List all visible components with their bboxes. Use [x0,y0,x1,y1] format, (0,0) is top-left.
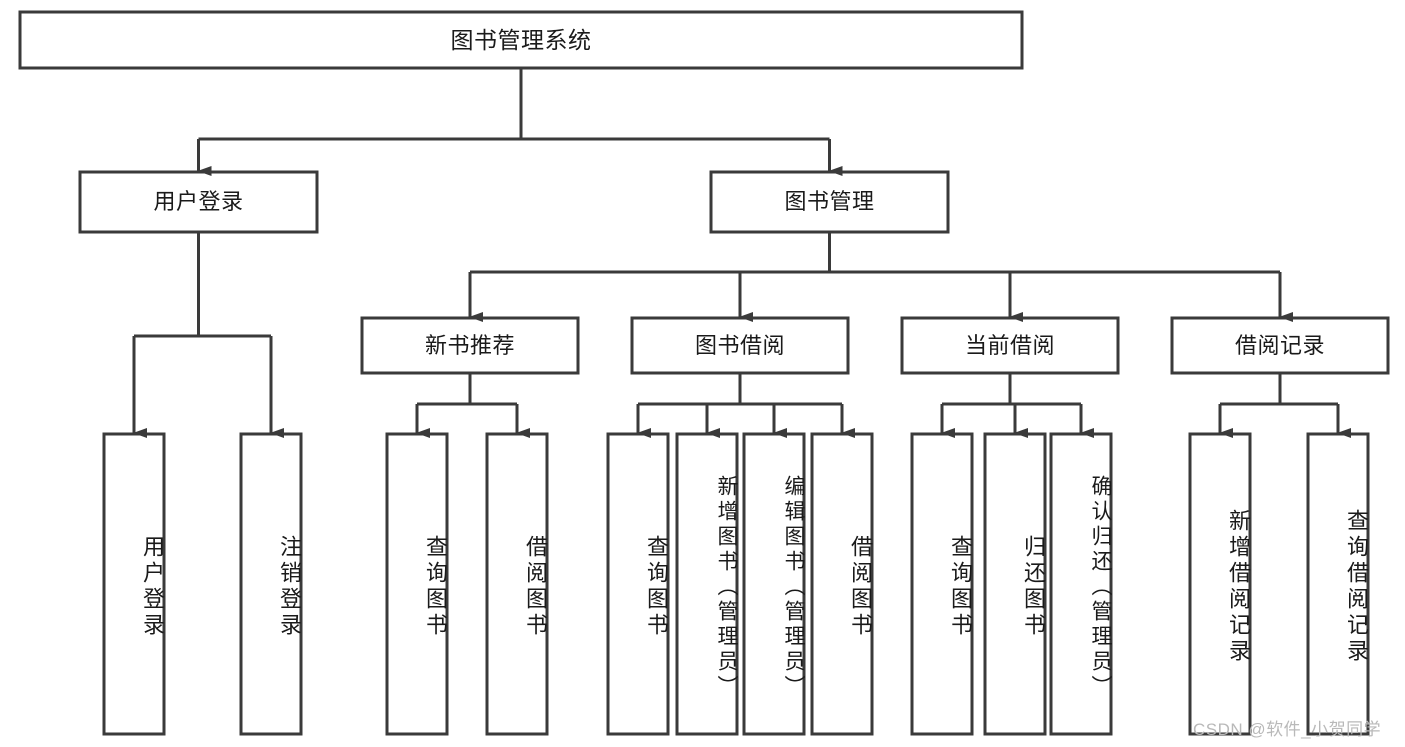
node-box-leaf-logout-login [239,432,303,736]
node-leaf-query-book-current[interactable] [912,434,972,734]
node-box-current-borrow [900,316,1120,375]
node-boxes-layer [18,10,1390,736]
node-leaf-query-book-recommend[interactable] [387,434,447,734]
node-leaf-query-borrow-record[interactable] [1308,434,1368,734]
connectors-layer [132,68,1351,438]
node-box-leaf-query-book-borrow [606,432,670,736]
node-box-leaf-query-book-current [910,432,974,736]
node-leaf-add-book-admin[interactable] [677,434,737,734]
node-current-borrow[interactable] [902,318,1118,373]
node-box-leaf-borrow-book-recommend [485,432,549,736]
csdn-watermark: CSDN @软件_小贺同学 [1193,720,1382,739]
node-book-management[interactable] [711,172,948,232]
node-leaf-logout-login[interactable] [241,434,301,734]
node-box-new-book-recommend [360,316,580,375]
node-leaf-return-book[interactable] [985,434,1045,734]
node-root[interactable] [20,12,1022,68]
node-box-root [18,10,1024,70]
node-leaf-borrow-book-recommend[interactable] [487,434,547,734]
node-box-leaf-user-login [102,432,166,736]
node-leaf-query-book-borrow[interactable] [608,434,668,734]
node-box-leaf-borrow-book [810,432,874,736]
node-leaf-add-borrow-record[interactable] [1190,434,1250,734]
node-box-leaf-query-borrow-record [1306,432,1370,736]
node-leaf-edit-book-admin[interactable] [744,434,804,734]
node-leaf-user-login[interactable] [104,434,164,734]
node-box-leaf-add-book-admin [675,432,739,736]
node-box-leaf-query-book-recommend [385,432,449,736]
node-box-leaf-return-book [983,432,1047,736]
node-borrow-record[interactable] [1172,318,1388,373]
node-book-borrow[interactable] [632,318,848,373]
node-box-user-login [78,170,319,234]
node-box-leaf-add-borrow-record [1188,432,1252,736]
node-user-login[interactable] [80,172,317,232]
node-leaf-borrow-book[interactable] [812,434,872,734]
node-box-leaf-confirm-return-admin [1049,432,1113,736]
node-new-book-recommend[interactable] [362,318,578,373]
node-leaf-confirm-return-admin[interactable] [1051,434,1111,734]
